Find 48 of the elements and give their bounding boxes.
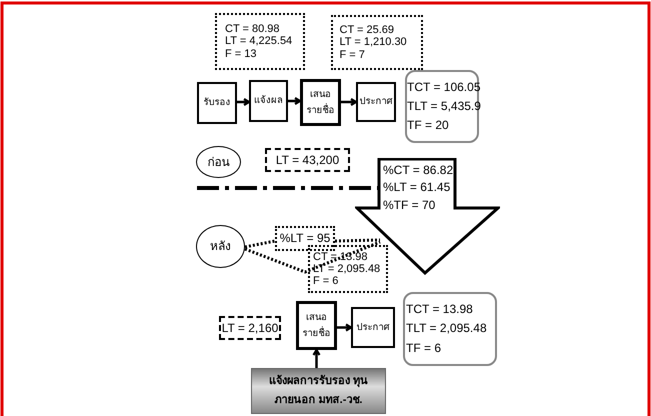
box-text: %CT = 86.82	[383, 162, 454, 179]
data-box	[308, 245, 388, 293]
arrow	[337, 323, 352, 332]
arrow	[288, 96, 302, 106]
summary-box	[405, 70, 479, 143]
box-text: %TF = 70	[383, 196, 436, 214]
box-text: แจ้งผล	[253, 94, 284, 108]
label-ellipse	[196, 146, 241, 178]
box-text: LT = 43,200	[274, 152, 340, 168]
process-box	[197, 82, 237, 124]
summary-box	[403, 292, 497, 366]
process-box	[296, 301, 337, 350]
arrow	[341, 98, 358, 106]
data-box	[219, 316, 281, 340]
label-ellipse	[196, 225, 245, 268]
box-text: %LT = 61.45	[383, 179, 450, 196]
box-text: LT = 1,210.30	[340, 36, 408, 49]
box-text: TF = 20	[407, 117, 450, 134]
arrow	[312, 348, 321, 368]
data-box	[331, 15, 423, 70]
process-box	[356, 82, 396, 122]
box-text: CT = 25.69	[340, 24, 396, 36]
process-box	[249, 80, 288, 122]
box-text: ประกาศ	[358, 95, 394, 110]
box-text: เสนอ รายชื่อ	[302, 311, 332, 340]
process-box	[351, 307, 395, 348]
box-text: F = 6	[313, 275, 340, 288]
box-text: F = 7	[340, 48, 366, 61]
data-box	[275, 226, 335, 251]
arrow	[237, 98, 250, 106]
data-box	[215, 13, 305, 70]
data-box	[265, 148, 350, 172]
box-text: ประกาศ	[356, 320, 390, 335]
box-text: TLT = 2,095.48	[406, 320, 488, 338]
box-text: หลัง	[209, 239, 232, 254]
box-text: TF = 6	[406, 340, 442, 357]
box-text: %LT = 95	[278, 231, 332, 246]
box-text: เสนอ รายชื่อ	[306, 88, 336, 118]
highlight-box	[251, 368, 386, 414]
box-text: รับรอง	[202, 96, 232, 110]
box-text: LT = 4,225.54	[225, 35, 294, 48]
box-text: CT = 80.98	[225, 23, 281, 36]
box-text: LT = 2,160	[221, 320, 279, 336]
box-text: แจ้งผลการรับรอง ทุน ภายนอก มทส.-วช.	[268, 374, 370, 408]
box-text: TCT = 13.98	[406, 301, 474, 318]
box-text: ก่อน	[206, 154, 230, 170]
process-box	[300, 79, 341, 126]
box-text: F = 13	[225, 48, 258, 60]
